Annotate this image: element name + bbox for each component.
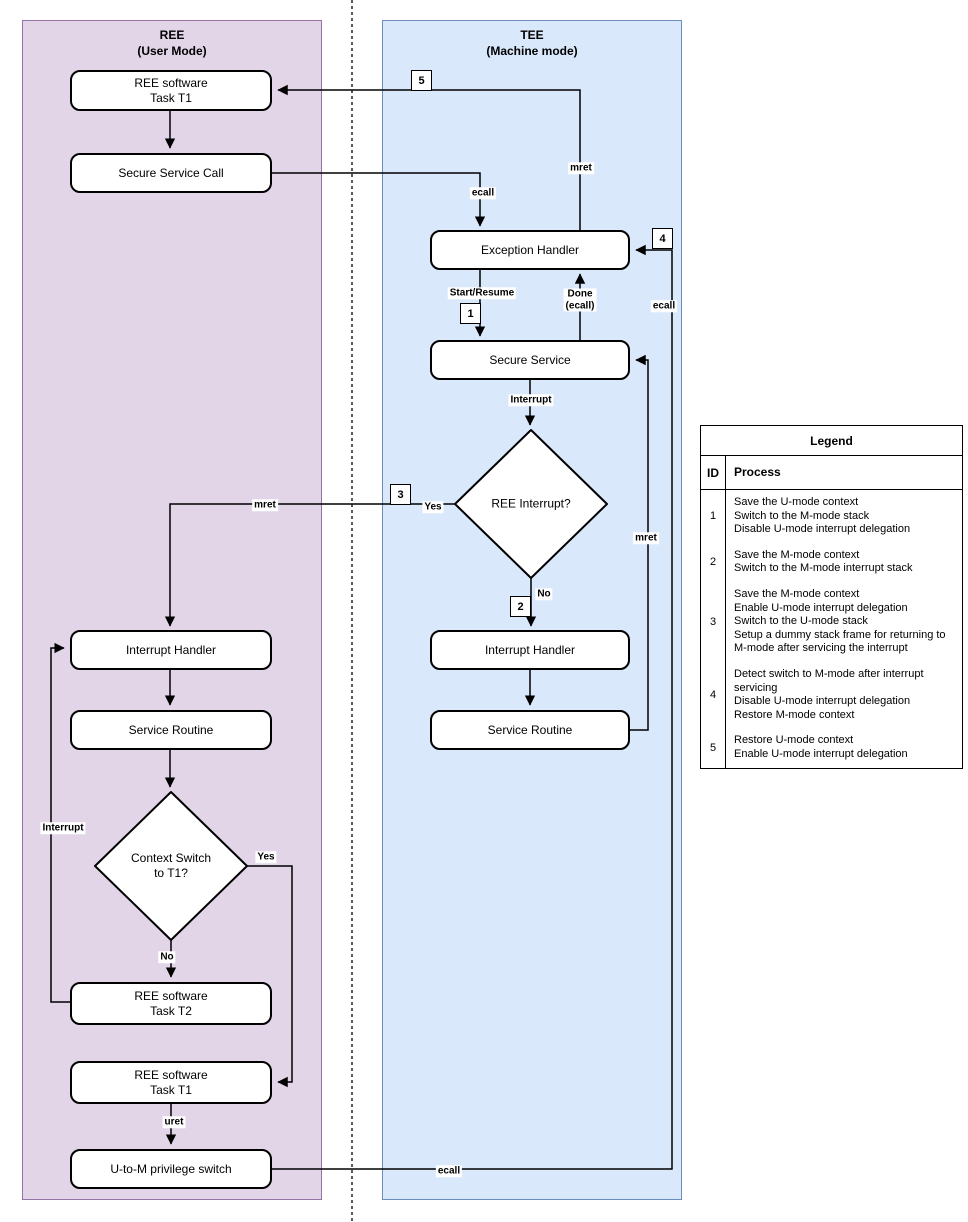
legend-row-id: 3 xyxy=(701,581,726,662)
legend-row-2: 2 Save the M-mode context Switch to the … xyxy=(701,542,962,582)
tee-panel: TEE (Machine mode) xyxy=(382,20,682,1200)
edge-yes-to-task-t1 xyxy=(247,865,293,1088)
edge-label-ecall-call: ecall xyxy=(469,187,497,199)
legend-row-process: Detect switch to M-mode after interrupt … xyxy=(734,667,924,721)
legend-row-process: Save the M-mode context Enable U-mode in… xyxy=(734,587,946,655)
edge-ecall-4-to-exception-handler xyxy=(272,244,673,1170)
step-badge-5: 5 xyxy=(411,70,432,91)
node-ree-service-routine: Service Routine xyxy=(70,710,272,750)
node-ree-interrupt-handler: Interrupt Handler xyxy=(70,630,272,670)
legend-row-process: Save the U-mode context Switch to the M-… xyxy=(734,496,911,536)
ree-panel-title: REE (User Mode) xyxy=(137,28,207,58)
step-badge-2: 2 xyxy=(510,596,531,617)
legend-row-3: 3 Save the M-mode context Enable U-mode … xyxy=(701,581,962,662)
edge-mret-routine-to-secure-service xyxy=(630,354,649,731)
node-exception-handler: Exception Handler xyxy=(430,230,630,270)
node-ree-task-t1-top: REE software Task T1 xyxy=(70,70,272,111)
tee-panel-title: TEE (Machine mode) xyxy=(486,28,578,58)
edge-label-interrupt-tee: Interrupt xyxy=(508,394,554,406)
node-ree-task-t1-bottom: REE software Task T1 xyxy=(70,1061,272,1104)
legend-header-row: ID Process xyxy=(701,456,962,490)
edge-label-yes-ree: Yes xyxy=(255,851,277,863)
legend-col-process: Process xyxy=(734,464,781,479)
legend-row-id: 4 xyxy=(701,661,726,729)
legend-table: Legend ID Process 1 Save the U-mode cont… xyxy=(700,425,963,769)
node-u-to-m-privilege-switch: U-to-M privilege switch xyxy=(70,1149,272,1189)
legend-row-process: Restore U-mode context Enable U-mode int… xyxy=(734,734,908,760)
edge-label-mret-top: mret xyxy=(568,162,594,174)
legend-row-id: 1 xyxy=(701,490,726,543)
edge-label-no-tee: No xyxy=(535,588,553,600)
legend-row-id: 2 xyxy=(701,542,726,582)
step-badge-1: 1 xyxy=(460,303,481,324)
node-ree-task-t2: REE software Task T2 xyxy=(70,982,272,1025)
edge-label-uret: uret xyxy=(162,1116,186,1128)
edge-label-start-resume: Start/Resume xyxy=(447,287,517,299)
label-ree-interrupt-decision: REE Interrupt? xyxy=(491,496,571,511)
step-badge-4: 4 xyxy=(652,228,673,249)
ree-context-switch-decision-diamond xyxy=(94,791,248,941)
edge-label-mret-yes-line: mret xyxy=(252,499,278,511)
edge-label-interrupt-loop: Interrupt xyxy=(40,822,86,834)
label-context-switch-decision: Context Switch to T1? xyxy=(130,851,212,880)
edge-ecall-secure-service-call xyxy=(272,172,486,227)
legend-row-1: 1 Save the U-mode context Switch to the … xyxy=(701,490,962,543)
edge-label-no-ree: No xyxy=(158,951,176,963)
edge-label-ecall-right: ecall xyxy=(650,300,678,312)
node-tee-interrupt-handler: Interrupt Handler xyxy=(430,630,630,670)
node-secure-service-call: Secure Service Call xyxy=(70,153,272,193)
legend-row-id: 5 xyxy=(701,728,726,768)
edge-label-mret-return: mret xyxy=(633,532,659,544)
legend-title: Legend xyxy=(701,426,962,456)
legend-row-4: 4 Detect switch to M-mode after interrup… xyxy=(701,661,962,729)
legend-row-5: 5 Restore U-mode context Enable U-mode i… xyxy=(701,728,962,768)
node-secure-service: Secure Service xyxy=(430,340,630,380)
edge-label-yes-tee: Yes xyxy=(422,501,444,513)
tee-ree-interrupt-decision-diamond xyxy=(454,429,608,579)
legend-col-id: ID xyxy=(701,456,726,489)
edge-label-done-ecall: Done (ecall) xyxy=(563,288,597,312)
step-badge-3: 3 xyxy=(390,484,411,505)
edge-yes-mret-to-ree-handler xyxy=(164,503,455,627)
node-tee-service-routine: Service Routine xyxy=(430,710,630,750)
legend-row-process: Save the M-mode context Switch to the M-… xyxy=(734,548,913,575)
edge-mret-5-return-to-t1 xyxy=(277,84,581,230)
edge-label-ecall-bottom: ecall xyxy=(435,1165,463,1177)
